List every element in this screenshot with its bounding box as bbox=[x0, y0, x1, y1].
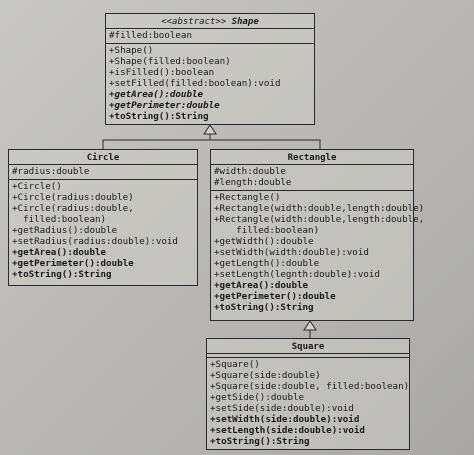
circle-class-name: Circle bbox=[86, 153, 120, 163]
circle-attribute: #radius:double bbox=[12, 166, 90, 177]
rectangle-method: +Rectangle(width:double,length:double, bbox=[214, 214, 425, 225]
circle-method: +Circle(radius:double) bbox=[12, 192, 134, 203]
rectangle-generalization-arrow bbox=[303, 320, 317, 331]
square-method: +Square(side:double) bbox=[210, 370, 321, 381]
circle-method: +toString():String bbox=[12, 269, 112, 280]
rectangle-class-box: Rectangle #width:double #length:double +… bbox=[210, 149, 425, 321]
shape-class-name: Shape bbox=[231, 17, 259, 27]
rectangle-attribute: #length:double bbox=[214, 177, 292, 188]
shape-generalization-arrow bbox=[203, 124, 217, 135]
rectangle-method: +getLength():double bbox=[214, 258, 320, 269]
square-method: +Square() bbox=[210, 359, 260, 370]
rectangle-method: +getArea():double bbox=[214, 280, 309, 291]
square-class-name: Square bbox=[291, 342, 325, 352]
circle-method: +getRadius():double bbox=[12, 225, 118, 236]
square-method: +setLength(side:double):void bbox=[210, 425, 365, 436]
square-class-box: Square +Square() +Square(side:double) +S… bbox=[206, 338, 410, 450]
circle-to-shape-line bbox=[102, 133, 211, 149]
shape-method: +Shape(filled:boolean) bbox=[109, 56, 231, 67]
square-class-header: Square bbox=[207, 339, 409, 354]
circle-class-box: Circle #radius:double +Circle() +Circle(… bbox=[8, 149, 198, 286]
circle-methods: +Circle() +Circle(radius:double) +Circle… bbox=[9, 180, 197, 282]
circle-method: +Circle() bbox=[12, 181, 62, 192]
shape-method: +getPerimeter:double bbox=[109, 100, 220, 111]
shape-method: +isFilled():boolean bbox=[109, 67, 215, 78]
square-methods: +Square() +Square(side:double) +Square(s… bbox=[207, 358, 409, 449]
rectangle-method: +getPerimeter():double bbox=[214, 291, 336, 302]
rectangle-class-name: Rectangle bbox=[287, 153, 337, 163]
shape-methods: +Shape() +Shape(filled:boolean) +isFille… bbox=[106, 44, 314, 124]
square-method: +getSide():double bbox=[210, 392, 305, 403]
circle-method: +getArea():double bbox=[12, 247, 107, 258]
rectangle-method: +setLength(legnth:double):void bbox=[214, 269, 380, 280]
rectangle-attribute: #width:double bbox=[214, 166, 286, 177]
square-method: +setWidth(side:double):void bbox=[210, 414, 360, 425]
rectangle-method: +setWidth(width:double):void bbox=[214, 247, 369, 258]
circle-method: filled:boolean) bbox=[12, 214, 107, 225]
rectangle-method: +Rectangle(width:double,length:double) bbox=[214, 203, 425, 214]
rectangle-method: +getWidth():double bbox=[214, 236, 314, 247]
rectangle-class-header: Rectangle bbox=[211, 150, 413, 165]
circle-method: +getPerimeter():double bbox=[12, 258, 134, 269]
shape-method: +getArea():double bbox=[109, 89, 204, 100]
shape-method: +Shape() bbox=[109, 45, 154, 56]
circle-attributes: #radius:double bbox=[9, 165, 197, 180]
circle-method: +Circle(radius:double, bbox=[12, 203, 134, 214]
square-method: +toString():String bbox=[210, 436, 310, 447]
shape-attributes: #filled:boolean bbox=[106, 29, 314, 44]
square-attributes bbox=[207, 354, 409, 358]
shape-method: +toString():String bbox=[109, 111, 209, 122]
circle-class-header: Circle bbox=[9, 150, 197, 165]
shape-method: +setFilled(filled:boolean):void bbox=[109, 78, 281, 89]
square-method: +setSide(side:double):void bbox=[210, 403, 354, 414]
rectangle-methods: +Rectangle() +Rectangle(width:double,len… bbox=[211, 191, 425, 315]
circle-method: +setRadius(radius:double):void bbox=[12, 236, 178, 247]
rectangle-to-shape-line bbox=[210, 139, 321, 149]
shape-class-box: <<abstract>> Shape #filled:boolean +Shap… bbox=[105, 13, 315, 125]
shape-stereotype: <<abstract>> bbox=[161, 17, 227, 27]
rectangle-method: filled:boolean) bbox=[214, 225, 320, 236]
shape-class-header: <<abstract>> Shape bbox=[106, 14, 314, 29]
rectangle-method: +Rectangle() bbox=[214, 192, 281, 203]
rectangle-attributes: #width:double #length:double bbox=[211, 165, 413, 191]
square-method: +Square(side:double, filled:boolean) bbox=[210, 381, 410, 392]
rectangle-method: +toString():String bbox=[214, 302, 314, 313]
shape-attribute: #filled:boolean bbox=[109, 30, 192, 41]
